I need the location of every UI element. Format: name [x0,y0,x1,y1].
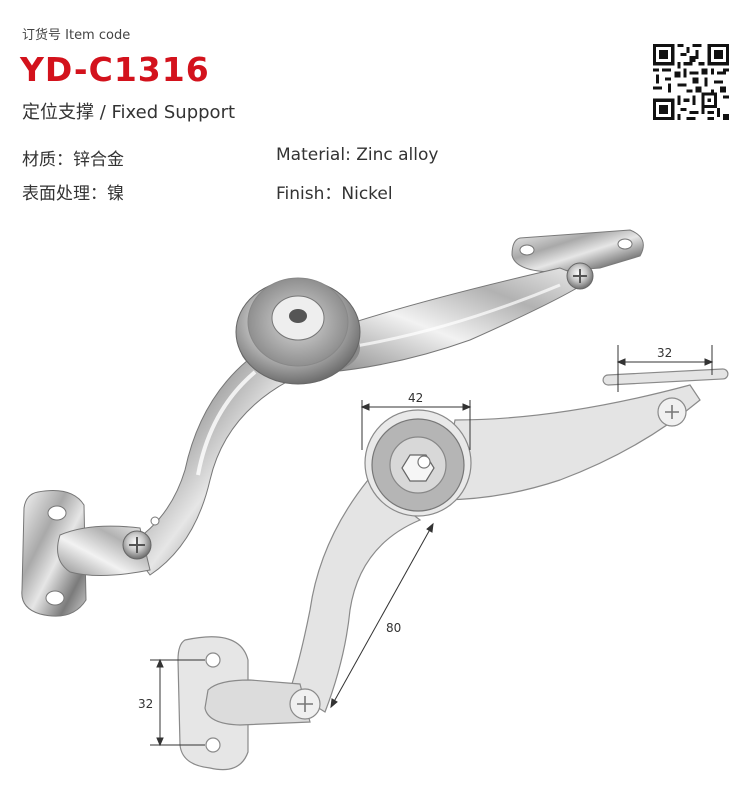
technical-drawing [177,368,729,771]
dim-arm-length: 80 [386,621,401,635]
dim-hub-diameter: 42 [408,391,423,405]
product-name: 定位支撑 / Fixed Support [22,102,236,123]
hinge-photo [21,229,644,617]
spec-finish-en: Finish：Nickel [276,184,393,204]
spec-finish-cn: 表面处理：镍 [22,184,124,204]
qr-code[interactable] [653,44,729,120]
dim-base-plate-height: 32 [138,697,153,711]
model-number: YD-C1316 [20,50,210,89]
item-code-label: 订货号 Item code [22,28,131,43]
spec-material-cn: 材质：锌合金 [22,150,124,170]
dim-top-bracket-width: 32 [657,346,672,360]
dimension-lines [150,345,714,747]
spec-material-en: Material: Zinc alloy [276,145,439,165]
